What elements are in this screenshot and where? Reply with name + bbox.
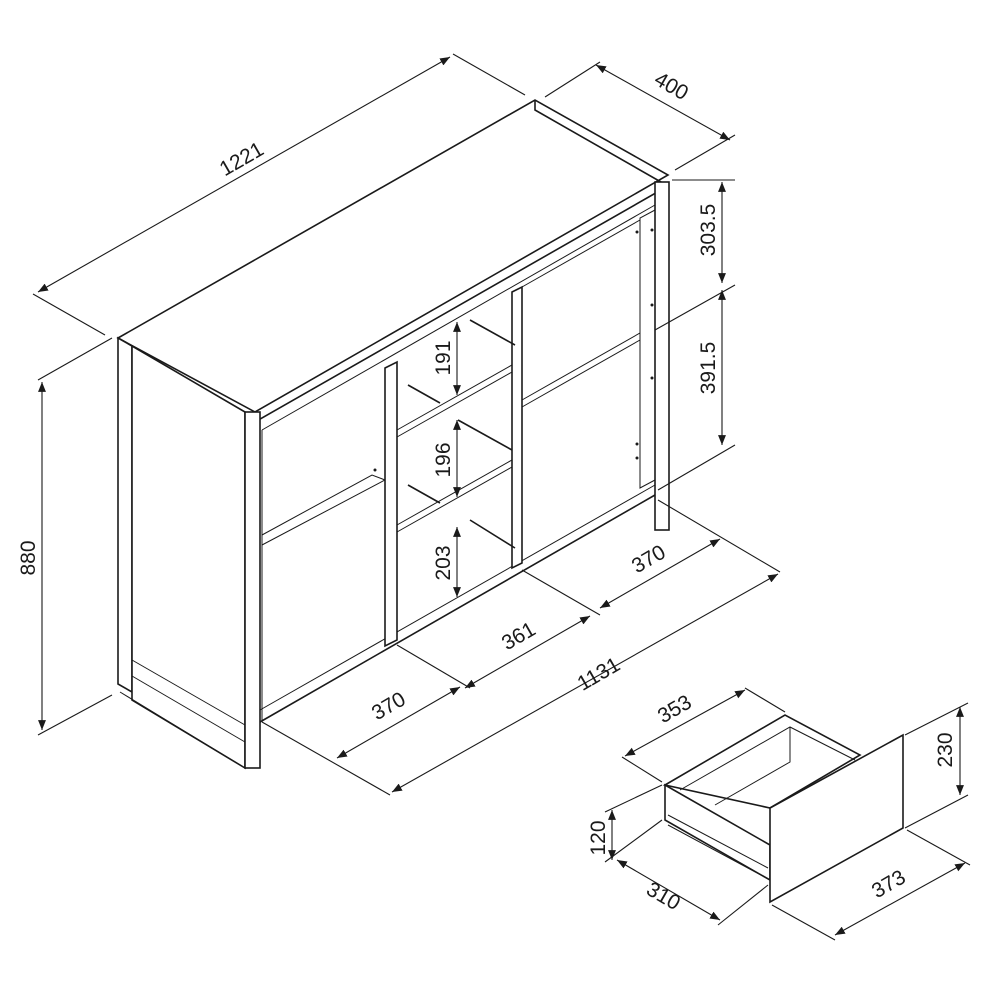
- drawer: 353 230 120 310 373: [587, 687, 971, 941]
- dim-drawer-front-height: 230: [934, 732, 957, 767]
- dim-drawer-side-height: 120: [587, 820, 610, 855]
- dim-upper-height: 303.5: [697, 204, 720, 257]
- dim-drawer-opening-3: 203: [432, 545, 455, 580]
- dim-inner-width: 1131: [573, 653, 624, 696]
- drawer-front: [769, 733, 904, 904]
- dim-overall-width: 1221: [216, 138, 268, 181]
- left-partition: [384, 360, 398, 648]
- dim-height: 880: [17, 540, 40, 575]
- dim-drawer-depth: 310: [642, 878, 684, 915]
- right-partition: [511, 285, 523, 570]
- dim-drawer-opening-1: 191: [432, 340, 455, 375]
- right-back-leg: [654, 181, 670, 531]
- dim-lower-height: 391.5: [697, 342, 720, 395]
- dim-right-width: 370: [628, 541, 670, 578]
- dim-middle-width: 361: [498, 618, 540, 655]
- dim-drawer-inner-width: 353: [654, 691, 696, 728]
- front-left-leg: [244, 411, 261, 769]
- left-front-leg: [117, 336, 133, 694]
- dim-drawer-opening-2: 196: [432, 442, 455, 477]
- left-side-panel: [131, 344, 246, 770]
